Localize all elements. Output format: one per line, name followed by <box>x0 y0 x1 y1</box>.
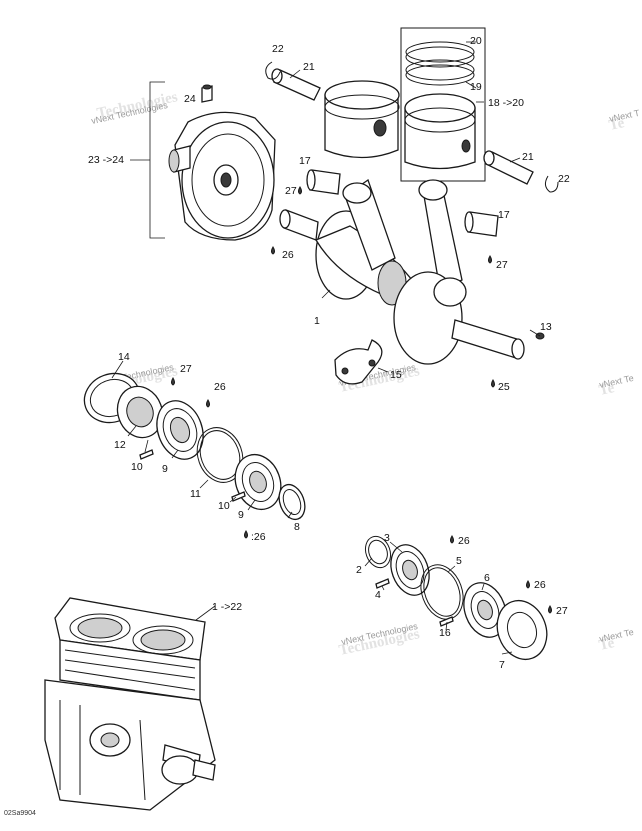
piston-right <box>404 93 476 170</box>
callout-9-lower: 9 <box>238 509 244 521</box>
callout-7: 7 <box>499 659 505 671</box>
engine-block <box>44 597 216 811</box>
callout-4: 4 <box>375 589 381 601</box>
callout-1-22: 1 ->22 <box>212 601 242 613</box>
callout-3: 3 <box>384 532 390 544</box>
callout-25: 25 <box>498 381 510 393</box>
callout-21-right: 21 <box>522 151 534 163</box>
callout-6: 6 <box>484 572 490 584</box>
watermark-text: vNext Te <box>598 627 634 644</box>
circlips <box>265 61 559 193</box>
callout-11: 11 <box>190 488 201 500</box>
figure-reference: 02Sa9904 <box>4 810 36 817</box>
oil-drop-icon <box>548 605 552 614</box>
callout-26-far-right: 26 <box>534 579 546 591</box>
callout-26: 26 <box>282 249 294 261</box>
oil-drop-icon <box>171 377 175 386</box>
flywheel-bracket <box>130 81 165 239</box>
crank-plate <box>334 339 383 385</box>
left-bearing-stack <box>83 372 306 521</box>
oil-drop-icon <box>298 186 302 195</box>
oil-drop-icon <box>450 535 454 544</box>
callout-17: 17 <box>299 155 311 167</box>
callout-2: 2 <box>356 564 362 576</box>
callout-15: 15 <box>390 369 402 381</box>
callout-26-right: 26 <box>458 535 470 547</box>
callout-12: 12 <box>114 439 126 451</box>
svg-text:Te: Te <box>598 635 617 654</box>
callout-labels: 20 19 18 ->20 22 21 24 23 ->24 21 22 17 … <box>4 35 570 817</box>
oil-drop-icon <box>488 255 492 264</box>
piston-pins <box>271 68 534 185</box>
svg-text:Te: Te <box>598 380 617 399</box>
callout-17-right: 17 <box>498 209 510 221</box>
oil-drop-icons <box>171 186 552 614</box>
callout-24: 24 <box>184 93 196 105</box>
callout-19: 19 <box>470 81 482 93</box>
callout-27-right: 27 <box>496 259 508 271</box>
callout-1: 1 <box>314 315 320 327</box>
callout-21: 21 <box>303 61 315 73</box>
callout-13: 13 <box>540 321 552 333</box>
callout-23-24: 23 ->24 <box>88 154 124 166</box>
callout-20: 20 <box>470 35 482 47</box>
oil-drop-icon <box>244 530 248 539</box>
oil-drop-icon <box>526 580 530 589</box>
oil-drop-icon <box>271 246 275 255</box>
callout-18-20: 18 ->20 <box>488 97 524 109</box>
callout-8: 8 <box>294 521 300 533</box>
callout-5: 5 <box>456 555 462 567</box>
callout-22-right: 22 <box>558 173 570 185</box>
callout-10-lower: 10 <box>218 500 230 512</box>
callout-26-lower: :26 <box>251 531 266 543</box>
crankshaft <box>279 178 545 365</box>
piston-set-box <box>400 27 486 182</box>
callout-22: 22 <box>272 43 284 55</box>
callout-27: 27 <box>285 185 297 197</box>
callout-14: 14 <box>118 351 130 363</box>
leader-lines <box>111 41 541 655</box>
watermark-text: vNext T <box>608 108 641 124</box>
right-bearing-stack <box>364 535 548 661</box>
flywheel <box>168 84 276 241</box>
callout-27-far-right: 27 <box>556 605 568 617</box>
watermark-text: vNext Te <box>598 373 634 390</box>
needle-bearings <box>306 169 499 237</box>
callout-27-left: 27 <box>180 363 192 375</box>
piston-rings <box>405 41 475 86</box>
callout-26-left: 26 <box>214 381 226 393</box>
svg-text:Te: Te <box>608 115 627 134</box>
oil-drop-icon <box>206 399 210 408</box>
callout-16: 16 <box>439 627 451 639</box>
piston-left <box>324 80 400 159</box>
callout-9: 9 <box>162 463 168 475</box>
oil-drop-icon <box>491 379 495 388</box>
callout-10: 10 <box>131 461 143 473</box>
